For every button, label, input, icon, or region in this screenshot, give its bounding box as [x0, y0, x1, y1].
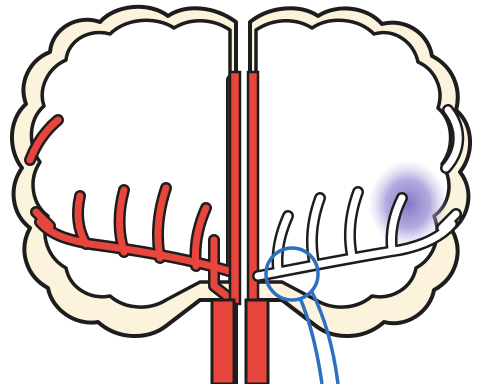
right-hemisphere — [250, 8, 470, 336]
left-hemisphere — [12, 7, 236, 336]
